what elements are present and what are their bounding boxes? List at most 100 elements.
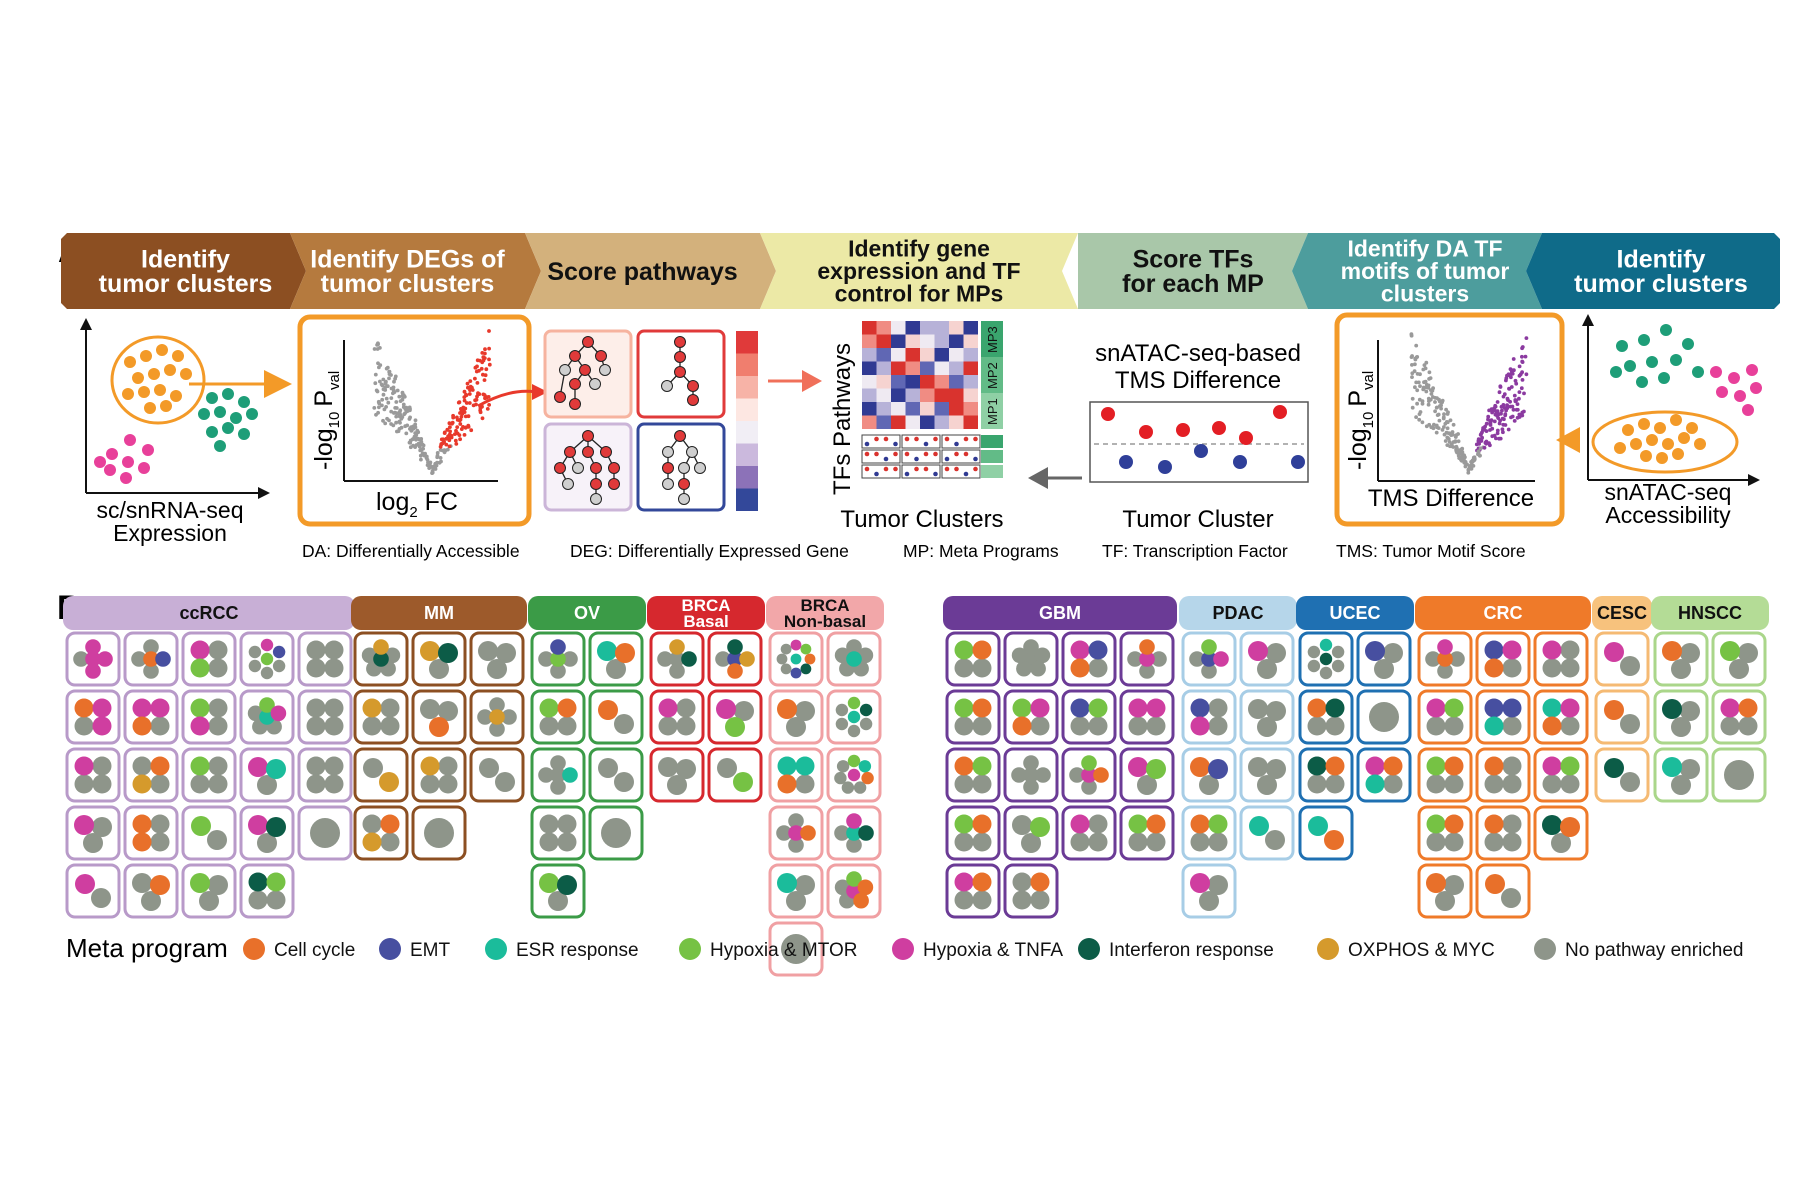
mp-dot-none xyxy=(658,716,678,736)
sample-tile xyxy=(1711,747,1767,803)
sample-tile xyxy=(353,747,409,803)
mp-dot-none xyxy=(363,758,383,778)
mp-dot-none xyxy=(496,643,516,663)
mp-dot-none xyxy=(1319,666,1333,680)
mp-dot-hm xyxy=(190,658,210,678)
mp-dot-emt xyxy=(1190,698,1210,718)
mp-dot-none xyxy=(501,709,517,725)
sample-tile xyxy=(297,747,353,803)
mp-dot-hm xyxy=(1560,756,1580,776)
sample-tile xyxy=(297,631,353,687)
tms-difference-plot: snATAC-seq-based TMS Difference Tumor Cl… xyxy=(1028,340,1309,533)
mp-dot-emt xyxy=(1502,698,1522,718)
mp-dot-ht xyxy=(1437,639,1453,655)
tms-xlabel: Tumor Cluster xyxy=(1122,506,1273,533)
mp-dot-cc xyxy=(132,814,152,834)
mp-dot-none xyxy=(92,774,112,794)
legend-title: Meta program xyxy=(66,933,228,963)
sample-tile xyxy=(469,747,525,803)
mp-dot-none xyxy=(1444,774,1464,794)
mp-dot-none xyxy=(954,832,974,852)
mp-dot-none xyxy=(847,724,861,738)
mp-dot-none xyxy=(248,645,262,659)
mp-dot-none xyxy=(538,651,554,667)
mp-dot-none xyxy=(781,934,811,964)
sample-tile xyxy=(1181,689,1237,745)
sample-tile xyxy=(469,689,525,745)
mp-dot-ox xyxy=(420,641,440,661)
mp-dot-none xyxy=(380,832,400,852)
legend-swatch-emt xyxy=(379,938,401,960)
mp-dot-cc xyxy=(380,814,400,834)
mp-dot-emt xyxy=(1208,759,1228,779)
mp-dot-ifn xyxy=(858,825,874,841)
mp-dot-ht xyxy=(1365,756,1385,776)
da-motif-volcano-plot: -log10Pval TMS Difference xyxy=(1334,312,1565,527)
mp-dot-cc xyxy=(1190,757,1210,777)
mp-dot-hm xyxy=(972,756,992,776)
mp-dot-none xyxy=(788,813,804,829)
sample-tile xyxy=(123,747,179,803)
sample-tile xyxy=(1533,689,1589,745)
rna-scatter-xlabel: sc/snRNA-seq xyxy=(97,497,244,523)
mp-dot-none xyxy=(786,891,806,911)
mp-dot-none xyxy=(306,774,326,794)
mp-dot-none xyxy=(786,717,806,737)
mp-dot-none xyxy=(1030,660,1046,677)
mp-dot-hm xyxy=(1128,814,1148,834)
mp-dot-cc xyxy=(972,640,992,660)
mp-dot-none xyxy=(207,830,227,850)
mp-dot-none xyxy=(658,757,678,777)
mp-dot-none xyxy=(835,717,849,731)
banner-step-6-text: clusters xyxy=(1381,281,1469,307)
mp-dot-esr xyxy=(597,641,617,661)
sample-tile xyxy=(1533,747,1589,803)
banner-step-4-text: Identify gene xyxy=(848,236,990,262)
mp-dot-none xyxy=(1444,875,1464,895)
mp-dot-none xyxy=(477,709,493,725)
legend-label: No pathway enriched xyxy=(1565,940,1744,961)
sample-tile xyxy=(1239,747,1295,803)
cancer-header xyxy=(63,596,355,630)
cancer-header xyxy=(1179,596,1297,630)
mp-dot-none xyxy=(1128,716,1148,736)
mp-dot-none xyxy=(539,832,559,852)
mp-dot-none xyxy=(841,781,855,794)
mp-dot-cc xyxy=(1012,716,1032,736)
mp-dot-none xyxy=(1426,716,1446,736)
mp-dot-none xyxy=(141,891,161,911)
mp-dot-none xyxy=(257,833,277,853)
mp-dot-none xyxy=(667,775,687,795)
mp-dot-ifn xyxy=(1662,699,1682,719)
mp-dot-none xyxy=(143,663,159,679)
mp-dot-none xyxy=(260,666,274,680)
sample-tile xyxy=(826,631,882,687)
banner-step-3-text: Score pathways xyxy=(547,258,737,286)
mp-dot-ht xyxy=(1070,640,1090,660)
sample-tile xyxy=(707,631,763,687)
sample-tile xyxy=(1003,863,1059,919)
sample-tile xyxy=(826,805,882,861)
mp-dot-ht xyxy=(790,639,802,651)
abbr-tf: TF: Transcription Factor xyxy=(1102,541,1288,561)
mp-dot-none xyxy=(715,651,731,667)
mp-dot-none xyxy=(489,721,505,737)
sample-tile xyxy=(649,689,705,745)
mp-dot-none xyxy=(420,699,440,719)
mp-dot-none xyxy=(1081,779,1097,795)
deg-volcano-xlabel: log2 FC xyxy=(376,488,458,521)
banner-step-7 xyxy=(1526,233,1780,309)
mp-dot-none xyxy=(1012,815,1032,835)
sample-tile xyxy=(1298,805,1354,861)
mp-dot-hm xyxy=(190,873,210,893)
mp-dot-ht xyxy=(1190,716,1210,736)
mp-dot-ht xyxy=(658,698,678,718)
mp-dot-none xyxy=(487,659,507,679)
mp-dot-ifn xyxy=(248,872,268,892)
mp-dot-none xyxy=(1502,716,1522,736)
sample-tile xyxy=(1475,747,1531,803)
mp-dot-cc xyxy=(598,700,618,720)
legend-label: EMT xyxy=(410,940,451,961)
legend-label: Interferon response xyxy=(1109,940,1274,961)
